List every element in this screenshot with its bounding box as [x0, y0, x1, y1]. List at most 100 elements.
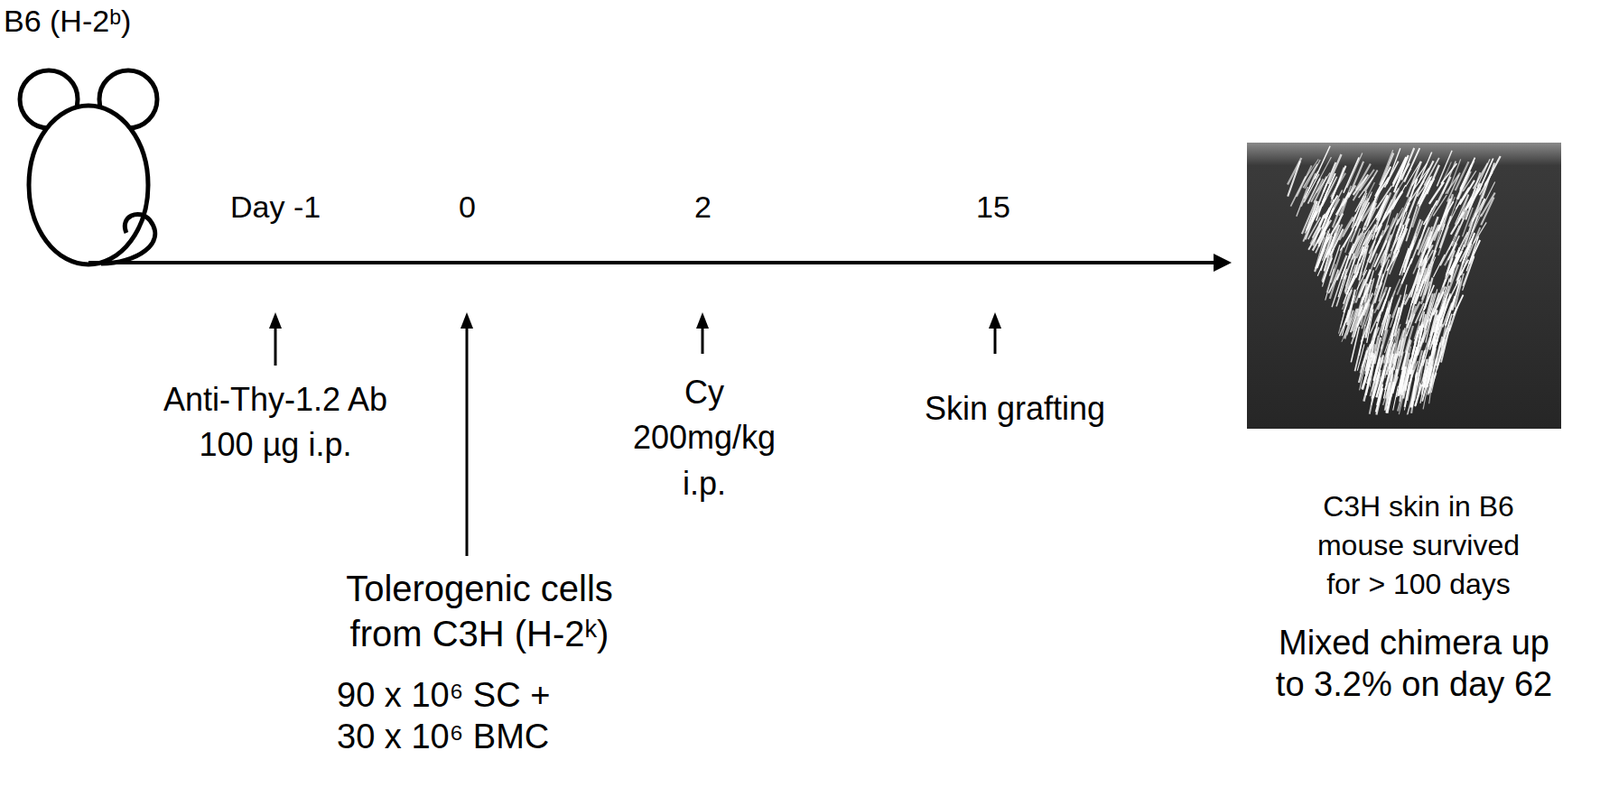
skin-graft-photo: [1246, 142, 1562, 429]
fur-stroke: [1462, 256, 1475, 291]
fur-stroke: [1430, 293, 1441, 323]
fur-stroke: [1367, 344, 1376, 368]
timeline-line: [88, 260, 1216, 265]
fur-stroke: [1317, 233, 1331, 269]
fur-stroke: [1392, 185, 1405, 210]
fur-stroke: [1422, 373, 1429, 402]
fur-stroke: [1449, 248, 1461, 274]
fur-stroke: [1373, 357, 1380, 382]
fur-stroke: [1392, 216, 1405, 247]
fur-stroke: [1475, 182, 1488, 218]
fur-stroke: [1423, 205, 1437, 233]
arrow-head: [988, 312, 1002, 329]
fur-stroke: [1406, 161, 1422, 198]
fur-stroke: [1455, 194, 1470, 225]
fur-stroke: [1413, 251, 1424, 275]
fur-stroke: [1404, 148, 1420, 183]
fur-stroke: [1414, 303, 1424, 324]
fur-stroke: [1341, 288, 1352, 310]
treatment-note: Cy 200mg/kg i.p.: [623, 370, 786, 507]
fur-stroke: [1365, 253, 1377, 286]
fur-stroke: [1426, 165, 1440, 195]
fur-stroke: [1411, 372, 1418, 408]
fur-stroke: [1358, 191, 1372, 220]
fur-stroke: [1363, 293, 1373, 317]
fur-stroke: [1393, 157, 1407, 185]
fur-stroke: [1322, 258, 1333, 283]
arrow-head: [460, 312, 474, 329]
fur-stroke: [1398, 371, 1404, 397]
fur-stroke: [1433, 306, 1444, 333]
fur-stroke: [1329, 269, 1339, 293]
fur-stroke: [1451, 217, 1464, 246]
day-label: 2: [694, 187, 712, 227]
day-label: 15: [976, 187, 1011, 227]
fur-stroke: [1348, 228, 1360, 260]
fur-stroke: [1386, 379, 1392, 410]
treatment-note: Tolerogenic cells from C3H (H-2ᵏ): [325, 566, 633, 657]
arrow-head: [696, 312, 709, 329]
fur-stroke: [1359, 346, 1368, 373]
fur-stroke: [1423, 293, 1433, 328]
fur-stroke: [1435, 324, 1443, 347]
treatment-note: Skin grafting: [924, 388, 1106, 429]
fur-stroke: [1386, 251, 1400, 272]
mouse-head: [28, 105, 149, 265]
fur-stroke: [1375, 274, 1384, 304]
arrow-head: [1213, 253, 1232, 272]
fur-stroke: [1331, 166, 1347, 200]
fur-stroke: [1460, 160, 1475, 192]
fur-stroke: [1469, 184, 1482, 211]
fur-stroke: [1341, 243, 1355, 280]
day-label: 0: [458, 187, 476, 227]
fur-stroke: [1384, 196, 1396, 233]
fur-stroke: [1347, 152, 1363, 188]
fur-stroke: [1381, 301, 1390, 335]
mouse-drawing: [19, 70, 158, 265]
fur-stroke: [1312, 214, 1324, 246]
day-label: Day -1: [230, 187, 321, 227]
fur-stroke: [1390, 376, 1398, 398]
fur-stroke: [1441, 163, 1457, 185]
fur-stroke: [1355, 191, 1368, 213]
fur-stroke: [1447, 175, 1460, 203]
fur-stroke: [1407, 293, 1417, 329]
fur-stroke: [1441, 328, 1450, 363]
tick-arrow: [274, 326, 278, 366]
fur-stroke: [1396, 267, 1409, 296]
fur-stroke: [1330, 269, 1340, 299]
fur-stroke: [1365, 304, 1374, 326]
fur-stroke: [1308, 178, 1321, 205]
fur-stroke: [1445, 241, 1456, 279]
fur-stroke: [1372, 371, 1378, 401]
tick-arrow: [701, 326, 705, 354]
fur-stroke: [1403, 363, 1411, 399]
fur-stroke: [1466, 236, 1479, 272]
fur-stroke: [1456, 256, 1466, 286]
fur-stroke: [1398, 334, 1407, 369]
fur-stroke: [1348, 263, 1360, 289]
fur-stroke: [1323, 162, 1337, 193]
result-note: C3H skin in B6 mouse survived for > 100 …: [1301, 487, 1536, 605]
fur-stroke: [1480, 197, 1494, 226]
fur-stroke: [1386, 148, 1401, 185]
fur-stroke: [1477, 158, 1490, 187]
photo-ground: [1246, 142, 1562, 429]
fur-stroke: [1379, 149, 1394, 186]
fur-stroke: [1405, 325, 1414, 354]
fur-stroke: [1359, 169, 1375, 191]
fur-stroke: [1302, 211, 1316, 242]
mouse-strain-label: B6 (H-2ᵇ): [3, 1, 131, 41]
fur-stroke: [1382, 344, 1389, 375]
fur-stroke: [1412, 194, 1424, 229]
fur-stroke: [1453, 295, 1464, 317]
fur-stroke: [1368, 224, 1382, 254]
fur-stroke: [1341, 317, 1352, 343]
fur-stroke: [1469, 213, 1481, 240]
fur-stroke: [1441, 196, 1456, 227]
fur-stroke: [1392, 155, 1409, 187]
fur-stroke: [1407, 383, 1415, 415]
fur-stroke: [1381, 302, 1391, 336]
timeline: [88, 253, 1232, 557]
